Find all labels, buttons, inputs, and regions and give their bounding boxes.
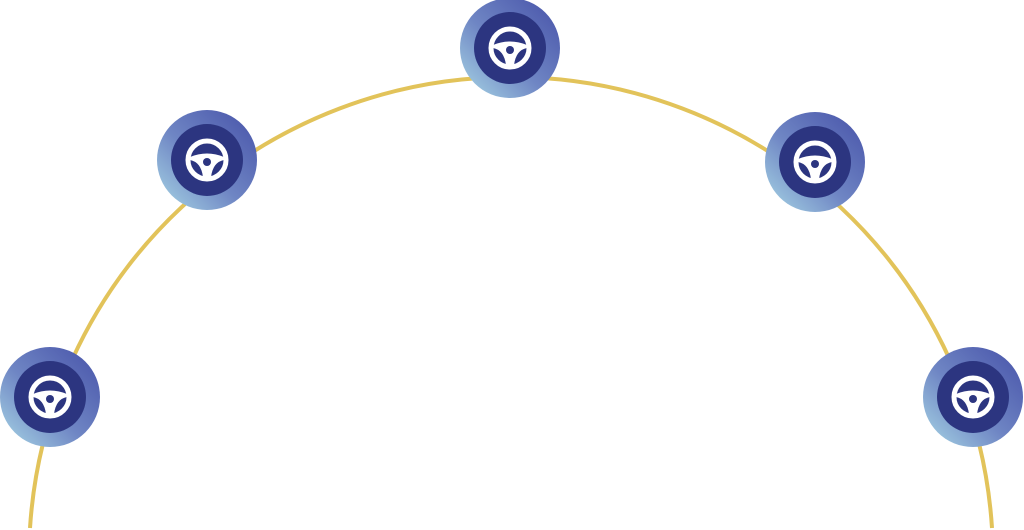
nodes-layer	[0, 0, 1023, 447]
node-badge	[765, 112, 865, 212]
steering-wheel-icon	[28, 375, 72, 419]
node-badge	[157, 110, 257, 210]
node-badge	[0, 347, 100, 447]
node-badge	[923, 347, 1023, 447]
node-badge	[460, 0, 560, 98]
steering-wheel-icon	[488, 26, 532, 70]
steering-wheel-icon	[185, 138, 229, 182]
steering-wheel-icon	[793, 140, 837, 184]
steering-wheel-icon	[951, 375, 995, 419]
